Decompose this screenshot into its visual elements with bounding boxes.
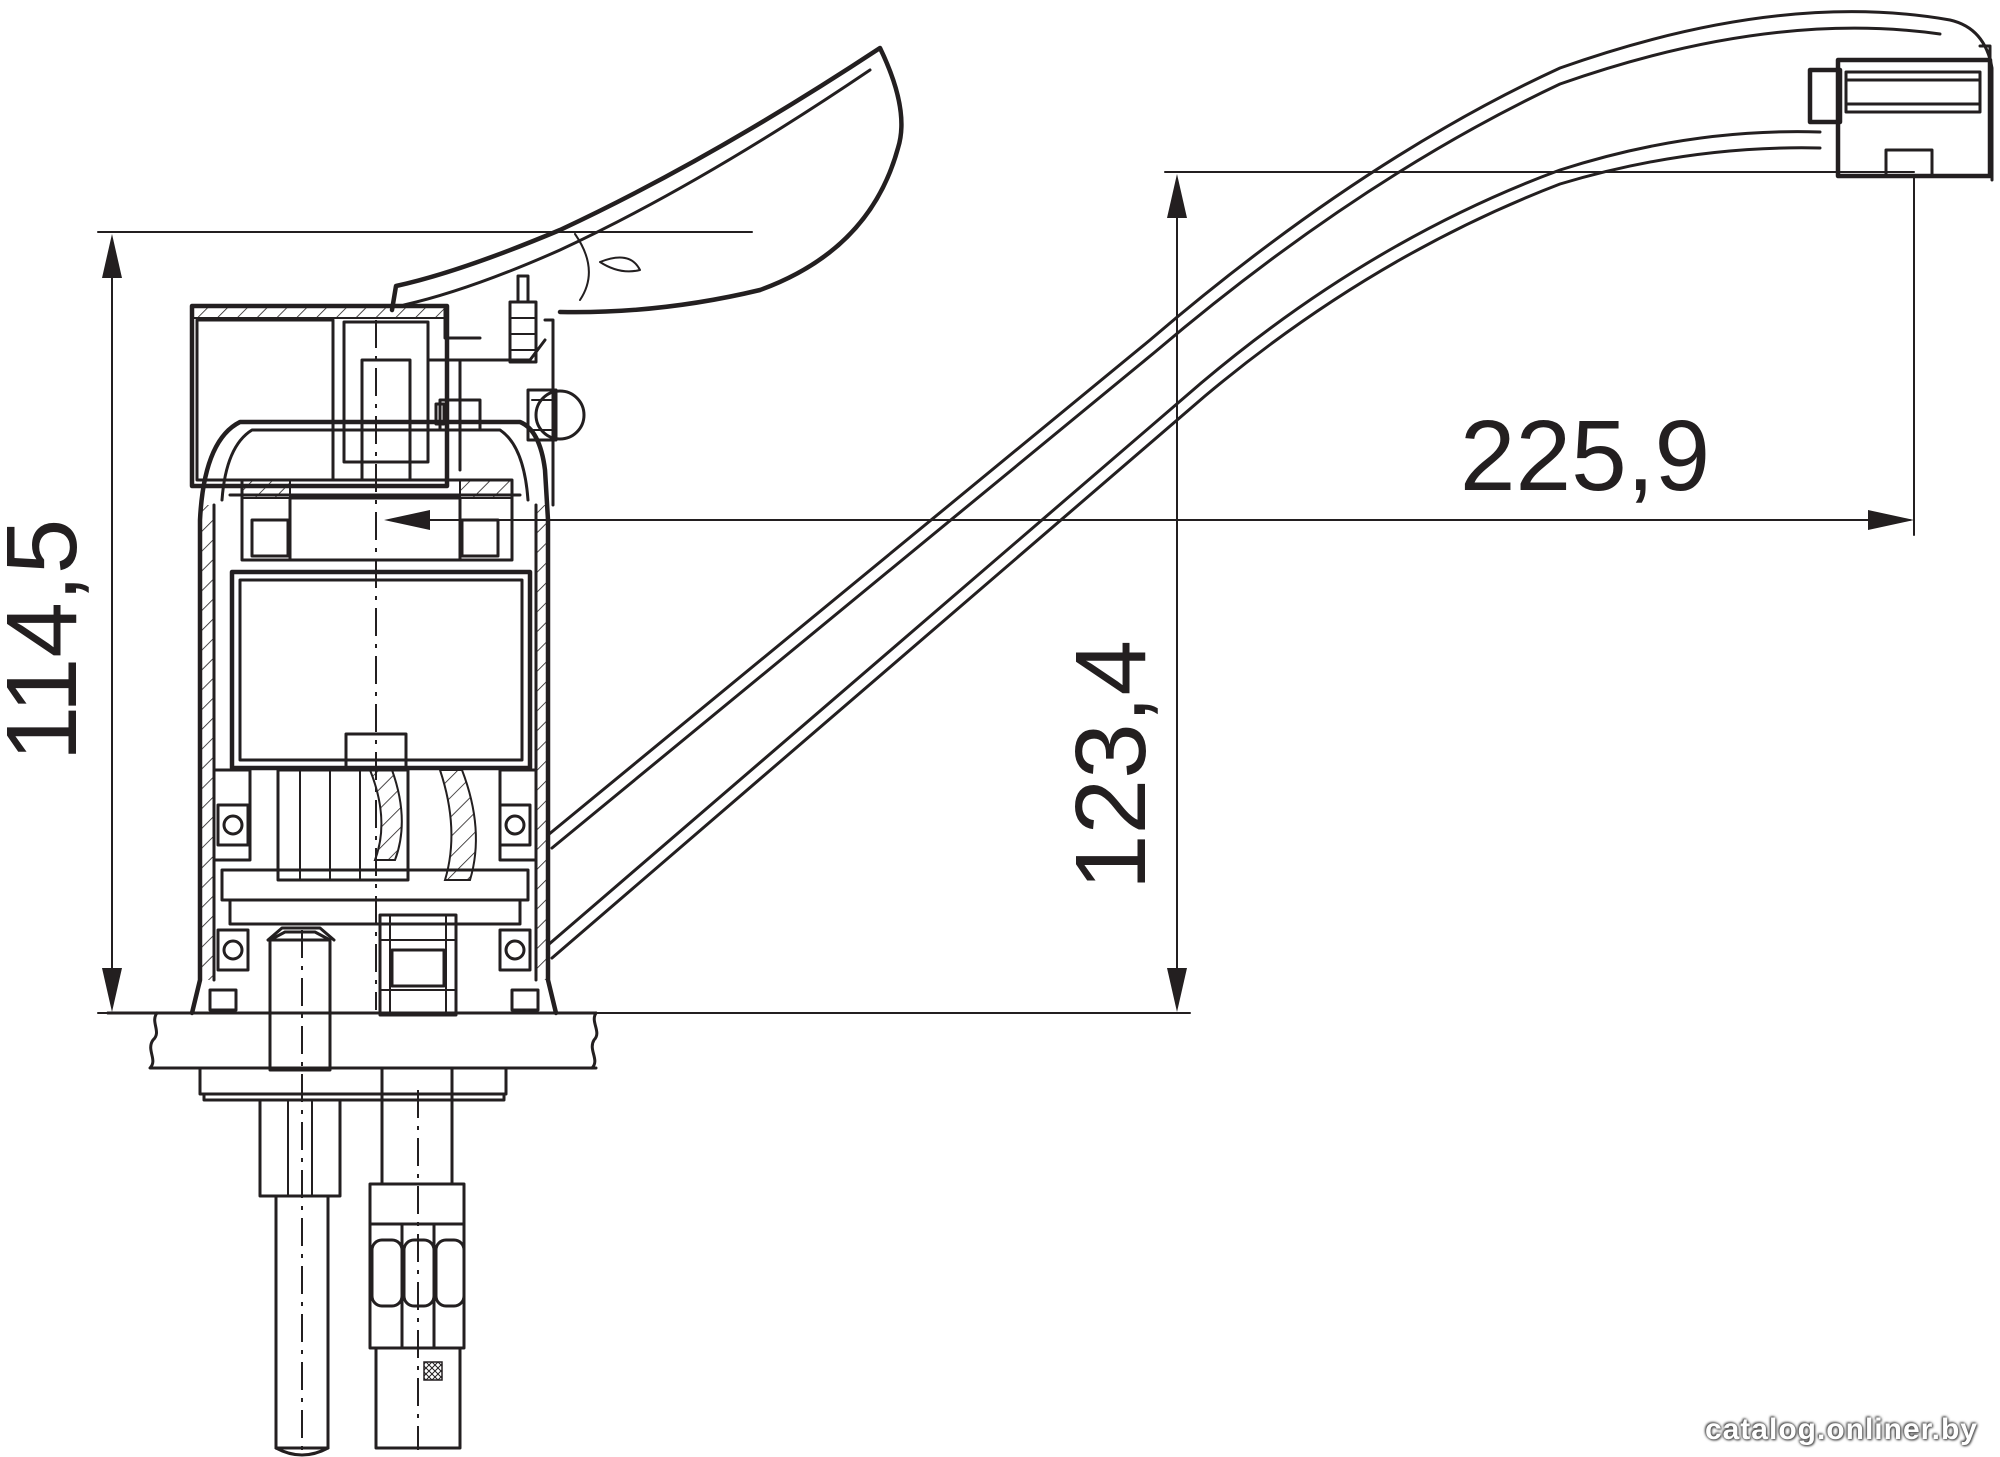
watermark: catalog.onliner.by [1704,1413,1978,1446]
overall-height-label: 114,5 [0,519,98,762]
dimension-overall-height: 114,5 [0,231,753,1014]
dimension-spout-height: 123,4 [555,171,1915,1014]
aerator [1807,44,1993,179]
mounting-stud [258,930,342,1457]
lever-housing [189,274,586,507]
spout [546,10,1994,960]
supply-hose [368,1066,466,1450]
dimension-spout-reach: 225,9 [384,177,1915,536]
lever-handle [389,45,904,340]
o-ring-seals [208,803,540,1012]
mounting-flange [198,1066,508,1102]
faucet-body [189,320,559,1017]
spout-height-label: 123,4 [1055,640,1167,890]
countertop [106,1011,599,1070]
spout-reach-label: 225,9 [1460,400,1710,512]
